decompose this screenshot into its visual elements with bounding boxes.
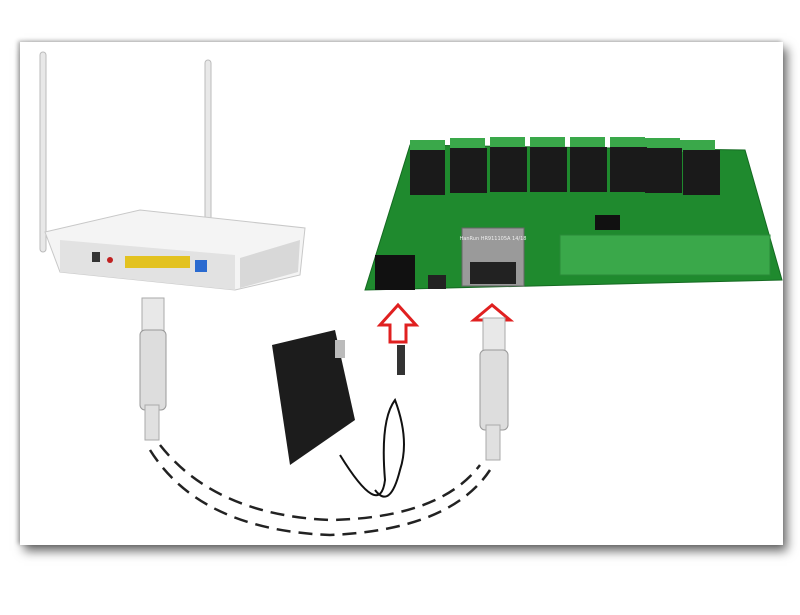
- terminal-block: [559, 234, 771, 276]
- dc-power-jack: [375, 255, 415, 290]
- ethernet-cable-router: [139, 297, 167, 441]
- power-cable: [339, 397, 405, 498]
- router-lan-ports: [125, 256, 190, 268]
- dashed-connection: [148, 444, 492, 537]
- power-adapter: [272, 330, 405, 498]
- rj45-jack-marking: HanRun HR911105A 14/18: [460, 236, 527, 242]
- relay-terminals-top: [410, 137, 715, 152]
- relay-board: HanRun HR911105A 14/18: [364, 137, 783, 291]
- router-wan-port: [195, 260, 207, 272]
- router-antenna-left: [39, 51, 47, 253]
- router: [39, 51, 306, 291]
- relays: [410, 147, 720, 195]
- arrow-power-icon: [376, 302, 420, 344]
- mcu-chip: [595, 215, 620, 230]
- ethernet-cable-board: [479, 317, 509, 461]
